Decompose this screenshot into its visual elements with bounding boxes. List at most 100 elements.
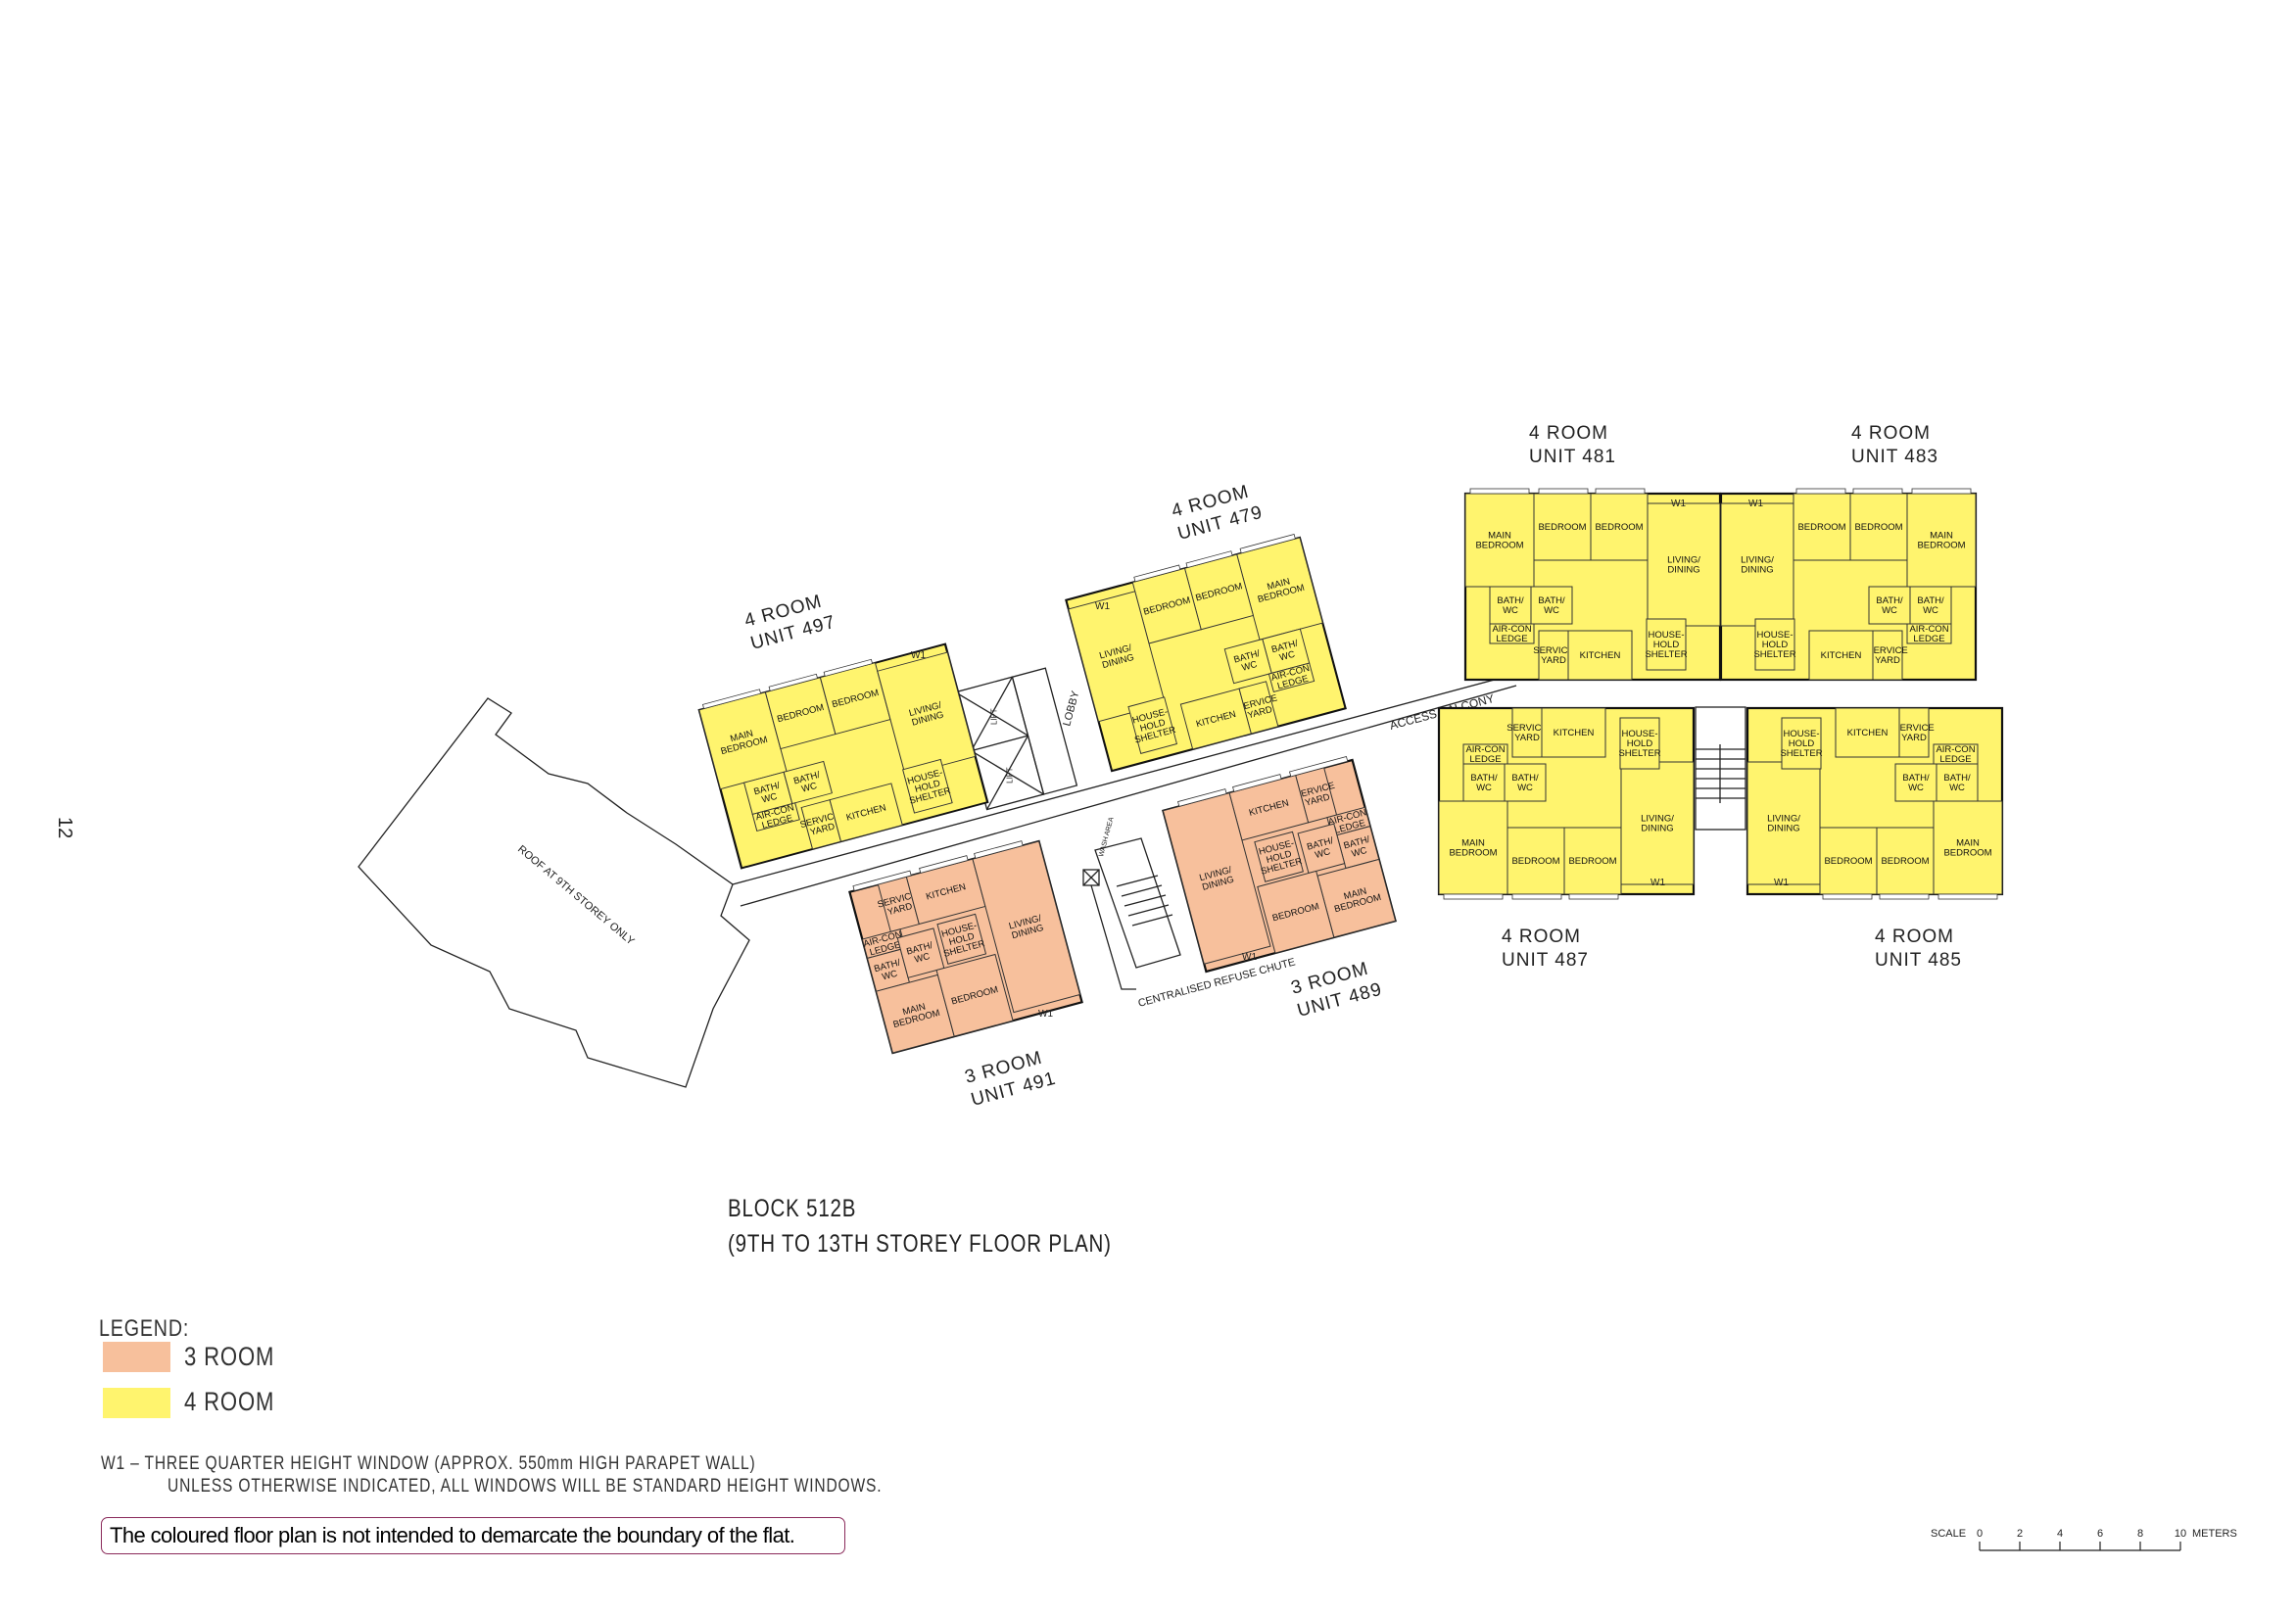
room-outline: [935, 953, 1014, 1037]
window: [1595, 488, 1646, 495]
room-label-line: WC: [761, 791, 779, 806]
room-outline: [1297, 823, 1346, 875]
scale-tick-label: 6: [2097, 1528, 2103, 1540]
room-label-line: MAIN: [1488, 531, 1511, 542]
unit-label-491: 3 ROOM UNIT 491: [963, 1048, 1059, 1111]
unit-label-489: 3 ROOM UNIT 489: [1289, 959, 1385, 1022]
room-label: BATH/WC: [1876, 595, 1903, 616]
room-outline: [1541, 707, 1606, 758]
room-label-line: BEDROOM: [1449, 848, 1497, 859]
room-label: BATH/WC: [1270, 639, 1302, 665]
room-outline: [1933, 800, 2003, 895]
room-label: BATH/WC: [1902, 773, 1930, 793]
window: [1289, 755, 1349, 778]
window: [1177, 788, 1227, 807]
room-label-line: WC: [1949, 783, 1965, 793]
room-label-line: LEDGE: [1496, 634, 1527, 644]
room-label: BEDROOM: [1595, 522, 1643, 533]
w1-marker: W1: [1650, 878, 1665, 888]
room-outline: [1819, 827, 1878, 895]
room-label: BATH/WC: [1943, 773, 1971, 793]
room-label-line: AIR-CON: [1492, 624, 1531, 635]
room-label-line: BEDROOM: [1854, 522, 1902, 533]
room-label-line: LIVING/: [1641, 814, 1674, 825]
room-label-line: BEDROOM: [1943, 848, 1991, 859]
window: [1443, 893, 1504, 900]
room-label-line: KITCHEN: [1554, 728, 1595, 738]
room-label-line: MAIN: [1461, 838, 1485, 849]
room-outline: [1127, 696, 1178, 754]
room-label-line: WC: [1314, 846, 1331, 861]
room-label-line: SERVICE: [1893, 723, 1935, 734]
scale-unit: METERS: [2192, 1528, 2237, 1540]
room-label-line: LEDGE: [1913, 634, 1944, 644]
room-label: LIVING/DINING: [1641, 814, 1674, 834]
room-label: KITCHEN: [1847, 728, 1889, 738]
room-label-line: BEDROOM: [1511, 856, 1559, 867]
room-label-line: BEDROOM: [1475, 541, 1523, 551]
room-label-line: WC: [1278, 649, 1296, 664]
room-label-line: WC: [1517, 783, 1533, 793]
room-label-line: HOUSE-: [1649, 630, 1685, 641]
window: [1795, 488, 1846, 495]
window: [1911, 488, 1972, 495]
room-outline: [936, 913, 987, 965]
legend-label-4-room: 4 ROOM: [184, 1387, 275, 1416]
unit-label-483: 4 ROOM UNIT 483: [1851, 423, 1937, 467]
room-label: BEDROOM: [1797, 522, 1845, 533]
window: [1239, 534, 1296, 554]
room-label: BATH/WC: [1343, 834, 1374, 861]
room-label: KITCHEN: [1821, 650, 1862, 661]
unit-label-497: 4 ROOM UNIT 497: [742, 592, 838, 654]
window: [1822, 893, 1873, 900]
room-outline: [1835, 707, 1900, 758]
disclaimer-text: The coloured floor plan is not intended …: [110, 1523, 795, 1547]
room-outline: [829, 783, 903, 842]
room-label-line: YARD: [1875, 655, 1900, 666]
scale-tick-label: 10: [2175, 1528, 2186, 1540]
room-outline: [1462, 743, 1508, 765]
room-label: BATH/WC: [1470, 773, 1498, 793]
window: [1852, 488, 1903, 495]
room-outline: [1507, 827, 1565, 895]
unit-479: MAINBEDROOMBEDROOMBEDROOMLIVING/DININGBA…: [1065, 534, 1347, 773]
room-label-line: BEDROOM: [1538, 522, 1586, 533]
window: [1879, 893, 1930, 900]
lift-label: LIFT: [1005, 767, 1014, 784]
room-outline: [1898, 707, 1930, 758]
room-label: BEDROOM: [1511, 856, 1559, 867]
room-outline: [1530, 586, 1573, 625]
unit-number: UNIT 485: [1875, 950, 1962, 971]
window: [1511, 893, 1562, 900]
room-outline: [1538, 630, 1569, 681]
room-label-line: BATH/: [1943, 773, 1971, 784]
window: [823, 658, 874, 677]
room-outline: [1906, 623, 1952, 644]
room-label-line: HOLD: [1653, 640, 1680, 650]
room-label: BEDROOM: [1854, 522, 1902, 533]
room-label-line: SHELTER: [1618, 748, 1660, 759]
room-label-line: WC: [1241, 659, 1259, 674]
block-subtitle: (9TH TO 13TH STOREY FLOOR PLAN): [728, 1229, 1112, 1257]
room-label-line: BEDROOM: [1881, 856, 1929, 867]
room-label-line: BATH/: [1497, 595, 1524, 606]
room-outline: [1646, 618, 1687, 671]
window: [1937, 893, 1998, 900]
room-outline: [1754, 618, 1795, 671]
room-label-line: LEDGE: [1939, 754, 1971, 765]
room-label-line: LIVING/: [1767, 814, 1800, 825]
room-label-line: BATH/: [1902, 773, 1930, 784]
window: [1469, 488, 1530, 495]
room-label-line: DINING: [1667, 565, 1699, 576]
room-outline: [1936, 763, 1979, 802]
room-label-line: LEDGE: [1469, 754, 1501, 765]
